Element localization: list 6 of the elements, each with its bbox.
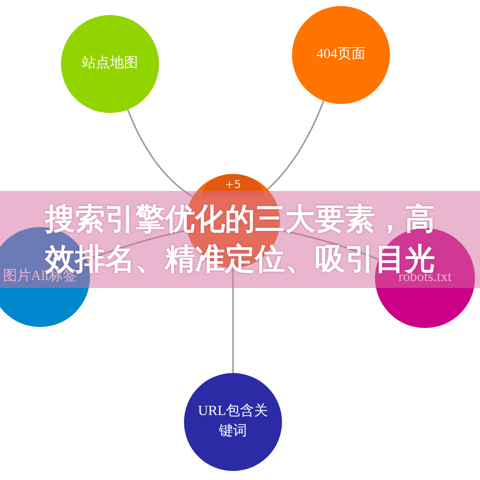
connector-line — [127, 109, 194, 198]
connector-line — [267, 100, 324, 190]
topic-circle: 404页面 — [292, 6, 390, 104]
count-tab: +5 — [202, 174, 264, 196]
topic-circle: URL包含关键词 — [184, 373, 282, 471]
topic-circle: 站点地图 — [61, 15, 159, 113]
